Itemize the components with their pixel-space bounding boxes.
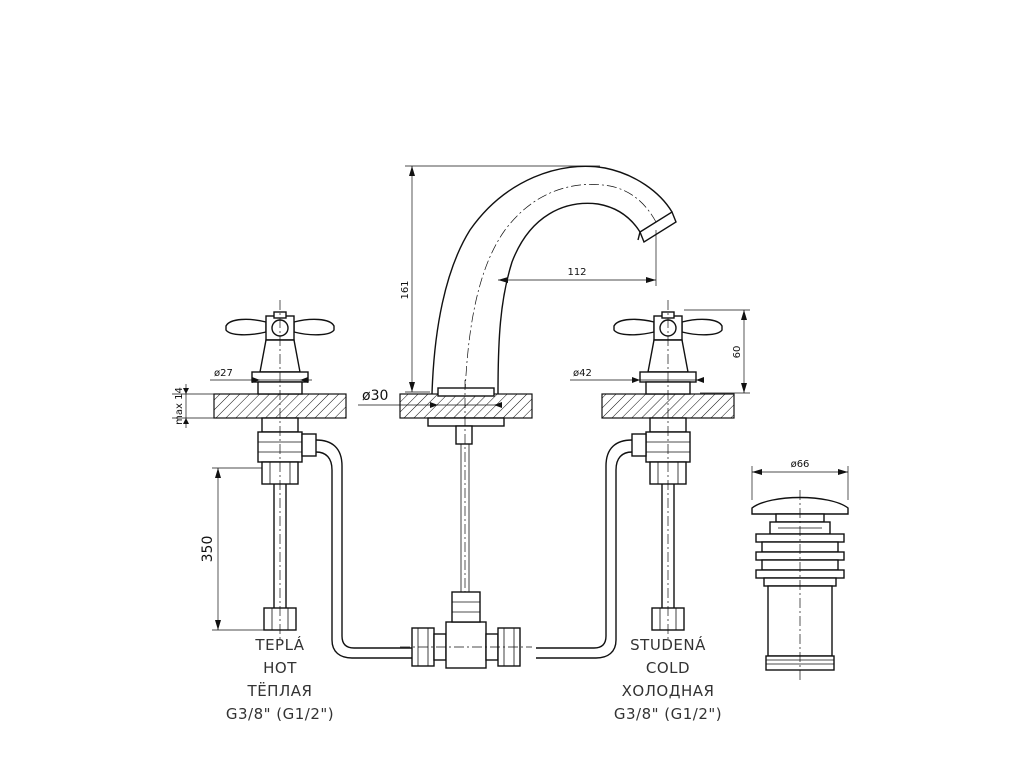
spout — [427, 165, 677, 600]
cold-label-thread: G3/8" (G1/2") — [614, 705, 722, 723]
dim-handle-height: 60 — [732, 346, 743, 359]
hot-label-thread: G3/8" (G1/2") — [226, 705, 334, 723]
dim-cold-base-diameter: ø42 — [573, 368, 592, 379]
cold-supply-label: STUDENÁ COLD ХОЛОДНАЯ G3/8" (G1/2") — [614, 635, 722, 723]
dim-spout-base-diameter: ø30 — [362, 388, 388, 404]
dimension-lines — [172, 165, 849, 631]
dim-hose-length: 350 — [200, 536, 216, 563]
hot-label-russian: ТЁПЛАЯ — [247, 681, 313, 700]
dim-spout-height: 161 — [400, 280, 411, 299]
drain-waste — [751, 490, 849, 680]
dim-hot-base-diameter: ø27 — [214, 368, 233, 379]
hot-label-czech: TEPLÁ — [254, 635, 304, 654]
dim-spout-reach: 112 — [567, 267, 586, 278]
dim-max-thickness: max 14 — [174, 387, 185, 425]
hot-valve — [225, 300, 335, 640]
connecting-pipes — [315, 439, 633, 669]
dim-drain-diameter: ø66 — [791, 459, 810, 470]
dimension-text: 161 112 60 ø27 ø42 ø30 max 14 350 ø66 — [174, 267, 809, 562]
countertop-sections — [213, 393, 735, 419]
hot-supply-label: TEPLÁ HOT ТЁПЛАЯ G3/8" (G1/2") — [226, 635, 334, 723]
cold-valve — [613, 300, 723, 640]
cold-label-english: COLD — [646, 659, 690, 677]
hot-label-english: HOT — [263, 659, 297, 677]
cold-label-czech: STUDENÁ — [630, 635, 706, 654]
cold-label-russian: ХОЛОДНАЯ — [622, 682, 715, 700]
